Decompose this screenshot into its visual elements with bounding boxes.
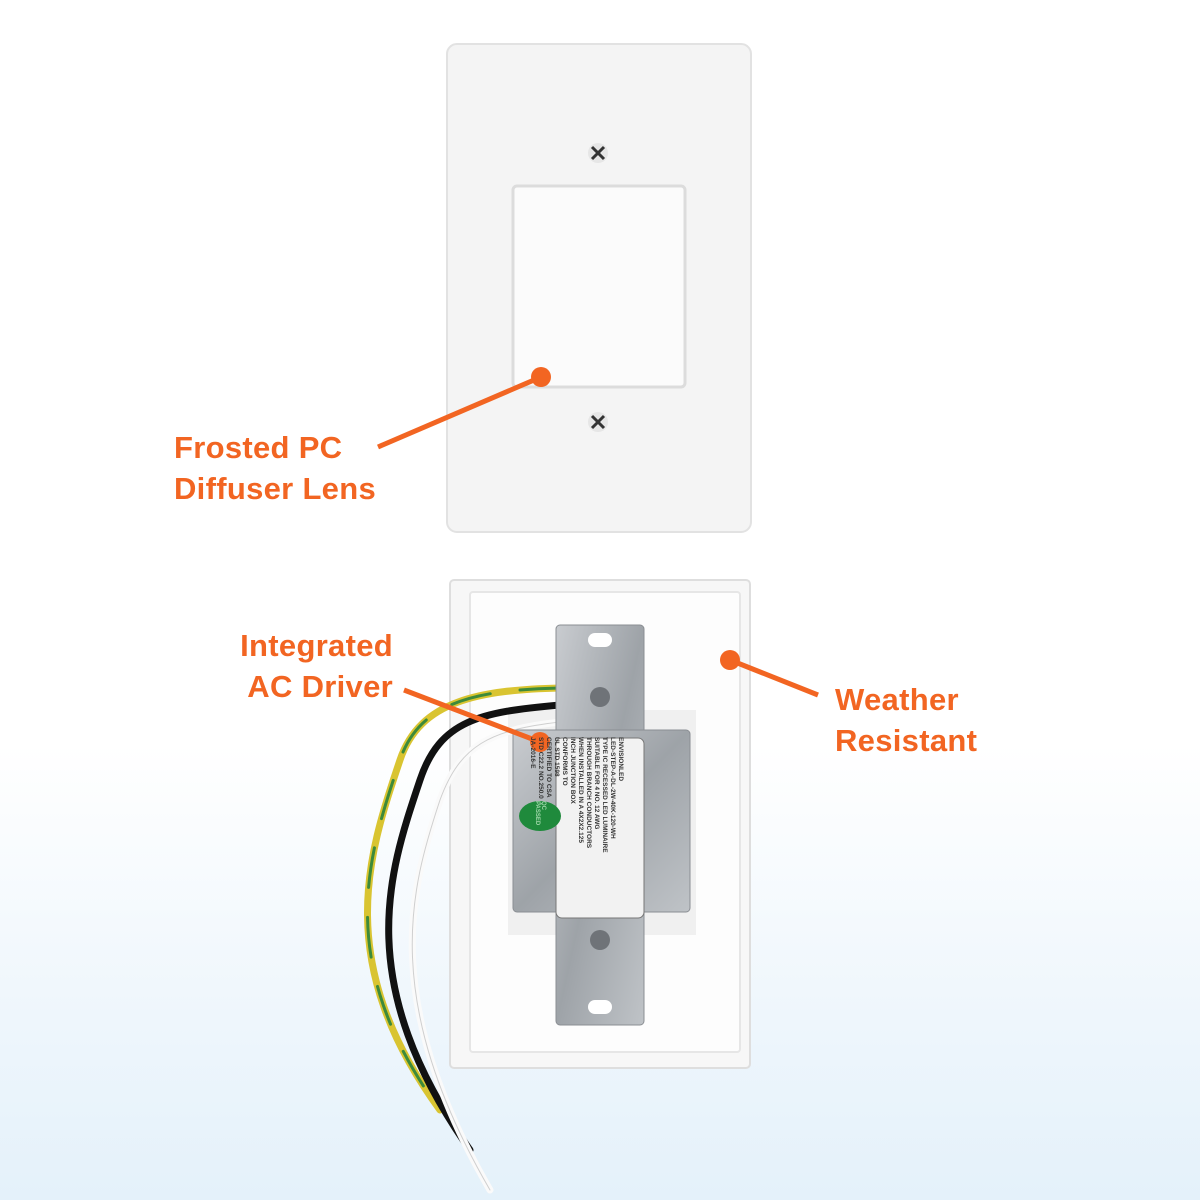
callout-ac-driver: Integrated AC Driver [200,625,393,707]
label-line: UL STD 1598 [553,737,560,777]
screw-icon [588,143,608,163]
callout-text: Weather [835,682,959,717]
screw-icon [588,412,608,432]
callout-weather-resistant: Weather Resistant [835,679,977,761]
label-code: JA-2016-E [529,737,536,769]
callout-text: Frosted PC [174,430,343,465]
callout-text: Diffuser Lens [174,471,376,506]
label-brand: ENVISIONLED [617,737,624,782]
label-line: INCH JUNCTION BOX [569,737,576,804]
label-line: CONFORMS TO [561,737,568,786]
callout-text: Resistant [835,723,978,758]
callout-diffuser-lens: Frosted PC Diffuser Lens [174,427,376,509]
callout-leaders [377,367,819,752]
wires [364,684,564,1194]
callout-text: AC Driver [247,669,393,704]
label-line: WHEN INSTALLED IN A 4X2X2.125 [577,737,584,843]
cover-plate [446,43,752,533]
label-line: CERTIFIED TO CSA [545,737,552,798]
label-line: SUITABLE FOR 4 NO. 12 AWG [593,737,600,830]
product-label: ENVISIONLED LED-STEP-A-DL-2W-40K-120-WH … [529,737,624,927]
callout-text: Integrated [240,628,393,663]
label-model: LED-STEP-A-DL-2W-40K-120-WH [609,737,616,839]
label-line: STD C22.2 NO.250.0 [537,737,544,799]
mounting-bracket [512,624,691,1026]
label-line: THROUGH BRANCH CONDUCTORS [585,737,592,849]
label-type: TYPE IC RECESSED LED LUMINAIRE [601,737,608,853]
